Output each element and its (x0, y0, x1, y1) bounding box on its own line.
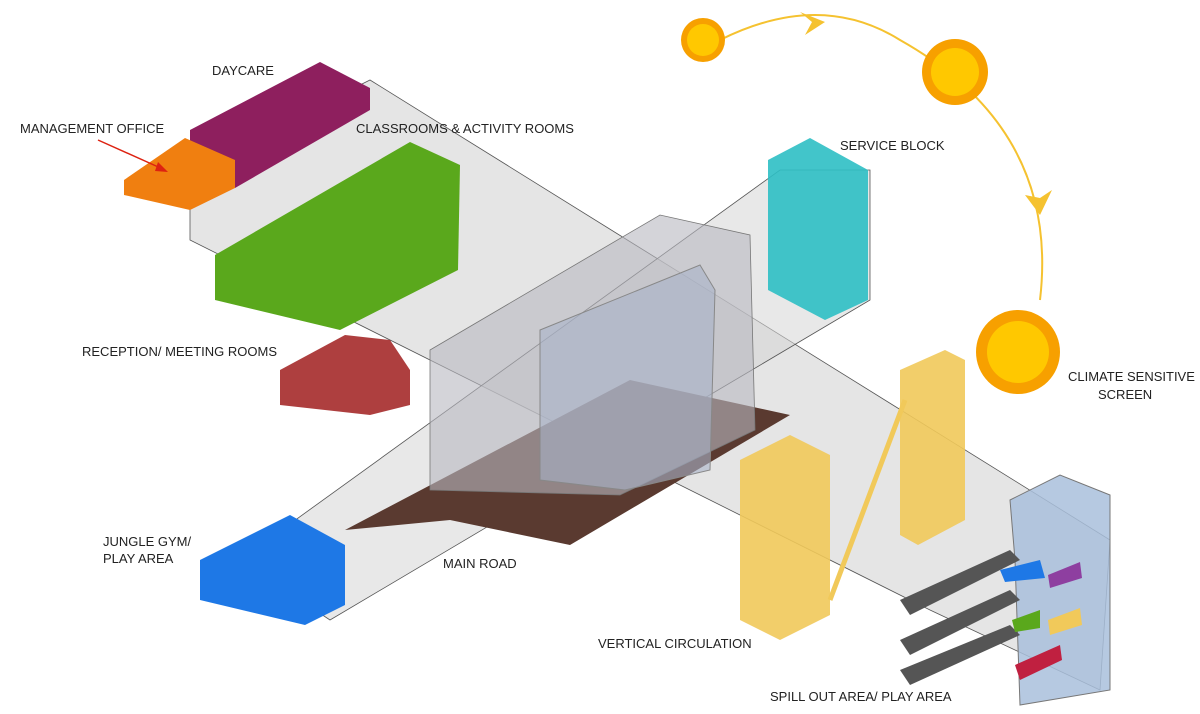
label-jungle-gym-2: PLAY AREA (103, 551, 174, 566)
spill-out-slabs (900, 550, 1020, 685)
sun-path (719, 14, 1044, 301)
sun-path-arrow-icon (800, 12, 825, 35)
circulation-bridge (827, 399, 908, 601)
circulation-tower-1 (740, 435, 830, 640)
pointer-arrow (97, 139, 166, 171)
reception-block (280, 335, 410, 415)
service-block (768, 138, 868, 320)
sun-icon (976, 310, 1060, 394)
sun-path-arrow-icon (1025, 190, 1052, 215)
label-climate-screen-2: SCREEN (1098, 387, 1153, 402)
daycare-block (190, 62, 370, 188)
sun-icon (681, 18, 725, 62)
label-jungle-gym-1: JUNGLE GYM/ (103, 534, 192, 549)
classrooms-block (215, 142, 460, 330)
label-service-block: SERVICE BLOCK (840, 138, 945, 153)
label-classrooms: CLASSROOMS & ACTIVITY ROOMS (356, 121, 574, 136)
spill-out-figures (1000, 560, 1082, 680)
label-daycare: DAYCARE (212, 63, 274, 78)
management-office-block (124, 138, 235, 210)
sun-icon (922, 39, 988, 105)
label-vertical-circulation: VERTICAL CIRCULATION (598, 636, 752, 651)
circulation-tower-2 (900, 350, 965, 545)
label-management-office: MANAGEMENT OFFICE (20, 121, 165, 136)
label-climate-screen-1: CLIMATE SENSITIVE (1068, 369, 1195, 384)
label-reception: RECEPTION/ MEETING ROOMS (82, 344, 278, 359)
label-spill-out: SPILL OUT AREA/ PLAY AREA (770, 689, 952, 704)
jungle-gym-block (200, 515, 345, 625)
label-main-road: MAIN ROAD (443, 556, 517, 571)
building-core (539, 264, 716, 491)
